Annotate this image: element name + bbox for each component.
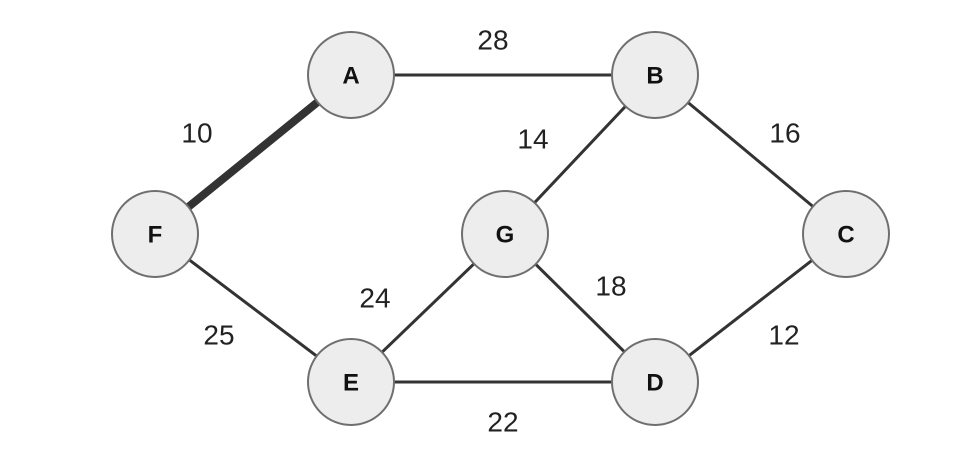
nodes-layer: A B C D E F G (111, 31, 890, 426)
node-circle-a (307, 31, 395, 119)
node-circle-d (611, 338, 699, 426)
node-circle-b (611, 31, 699, 119)
node-f: F (111, 190, 199, 278)
edge-weight-e-d: 22 (487, 407, 518, 438)
node-circle-e (307, 338, 395, 426)
node-a: A (307, 31, 395, 119)
node-e: E (307, 338, 395, 426)
weights-layer: 28 10 14 16 25 24 18 12 22 (181, 25, 800, 438)
edge-weight-a-f: 10 (181, 118, 212, 149)
edge-weight-a-b: 28 (477, 25, 508, 56)
node-circle-c (802, 190, 890, 278)
edge-weight-g-e: 24 (359, 283, 390, 314)
node-c: C (802, 190, 890, 278)
node-label-a: A (342, 63, 359, 90)
node-label-e: E (343, 370, 359, 397)
node-label-d: D (646, 370, 663, 397)
node-b: B (611, 31, 699, 119)
edge-weight-c-d: 12 (768, 320, 799, 351)
node-d: D (611, 338, 699, 426)
edge-weight-g-d: 18 (595, 271, 626, 302)
node-g: G (461, 190, 549, 278)
node-circle-f (111, 190, 199, 278)
edge-weight-b-c: 16 (769, 118, 800, 149)
edge-weight-f-e: 25 (203, 320, 234, 351)
edge-weight-b-g: 14 (517, 124, 548, 155)
node-label-f: F (148, 222, 163, 249)
node-circle-g (461, 190, 549, 278)
node-label-b: B (646, 63, 663, 90)
node-label-g: G (496, 222, 515, 249)
node-label-c: C (837, 222, 854, 249)
